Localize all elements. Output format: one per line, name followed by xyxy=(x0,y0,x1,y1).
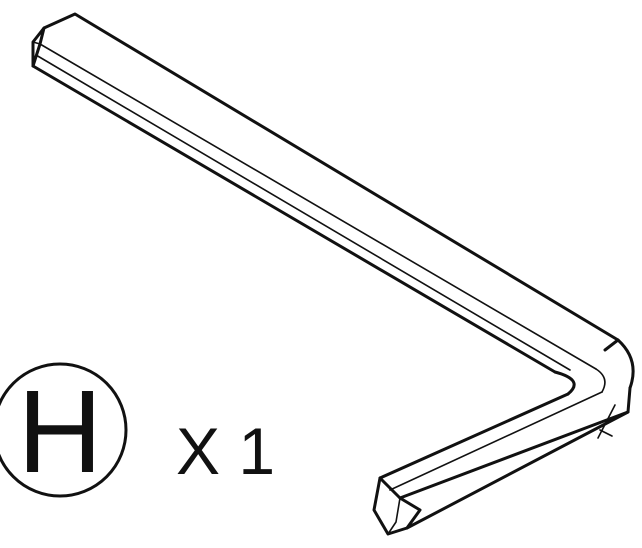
part-letter: H xyxy=(17,366,102,498)
quantity-label: X 1 xyxy=(176,414,275,488)
part-label-badge: H xyxy=(0,362,128,498)
hex-key-icon xyxy=(31,12,635,536)
part-label-circle xyxy=(0,362,128,498)
